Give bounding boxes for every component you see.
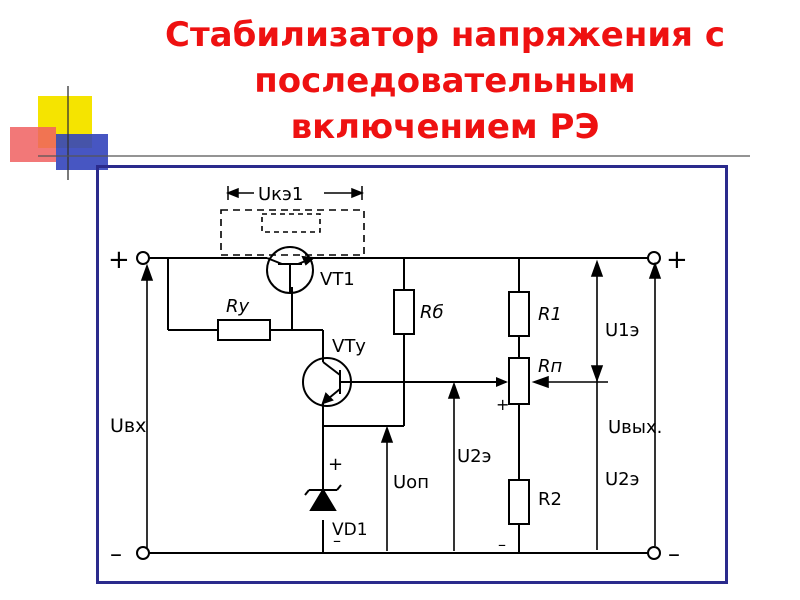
deco-red-square [10,127,56,162]
resistor-ry [217,319,271,341]
label-minus-in: – [110,540,122,568]
terminal-out-plus [647,251,661,265]
label-vt1: VT1 [320,269,355,290]
label-u1e: U1э [605,320,640,341]
label-vd-plus: + [328,454,343,475]
vty-transistor [302,357,352,407]
label-rp: Rп [538,356,563,377]
vt1-dashed-resistor [261,213,321,233]
vt1-transistor [266,246,316,294]
label-uke: Uкэ1 [258,184,303,205]
label-plus-in: + [108,245,130,275]
vd1-zener-diode [304,484,342,511]
resistor-rb [393,289,415,335]
label-ry: Rу [226,296,250,317]
label-u2e: U2э [457,446,492,467]
label-vd1: VD1 [332,520,368,540]
label-minus-out: – [668,540,680,568]
label-vty: VTу [332,336,366,357]
terminal-in-plus [136,251,150,265]
label-r1: R1 [538,304,562,325]
label-vd-minus: – [333,531,341,550]
circuit-diagram: Uкэ1 VT1 Rу Rб R1 Rп + R2 – VTу [108,182,688,568]
voltage-arrows [140,259,662,551]
label-rp-plus: + [496,395,509,414]
label-rb: Rб [420,302,444,323]
wires [149,257,648,554]
terminal-in-minus [136,546,150,560]
decorative-squares [10,86,750,180]
title-line-2: последовательным [254,61,636,101]
label-r2: R2 [538,489,562,510]
terminals [136,251,661,560]
label-uvyx: Uвых. [608,417,662,438]
title-line-3: включением РЭ [290,107,600,147]
label-uop: Uоп [393,472,429,493]
label-plus-out: + [666,245,688,275]
label-u2e-right: U2э [605,469,640,490]
label-r2-minus: – [498,535,506,554]
diagram-frame [96,165,728,584]
resistor-r2 [508,479,530,525]
vt1-dashed-box [220,209,365,256]
terminal-out-minus [647,546,661,560]
slide-title: Стабилизатор напряжения с последовательн… [100,12,790,150]
title-line-1: Стабилизатор напряжения с [165,15,725,55]
potentiometer-rp [508,357,530,405]
deco-blue-square [56,134,108,170]
label-uvx: Uвх [110,415,146,437]
resistor-r1 [508,291,530,337]
rp-wiper-arrow [496,377,508,387]
